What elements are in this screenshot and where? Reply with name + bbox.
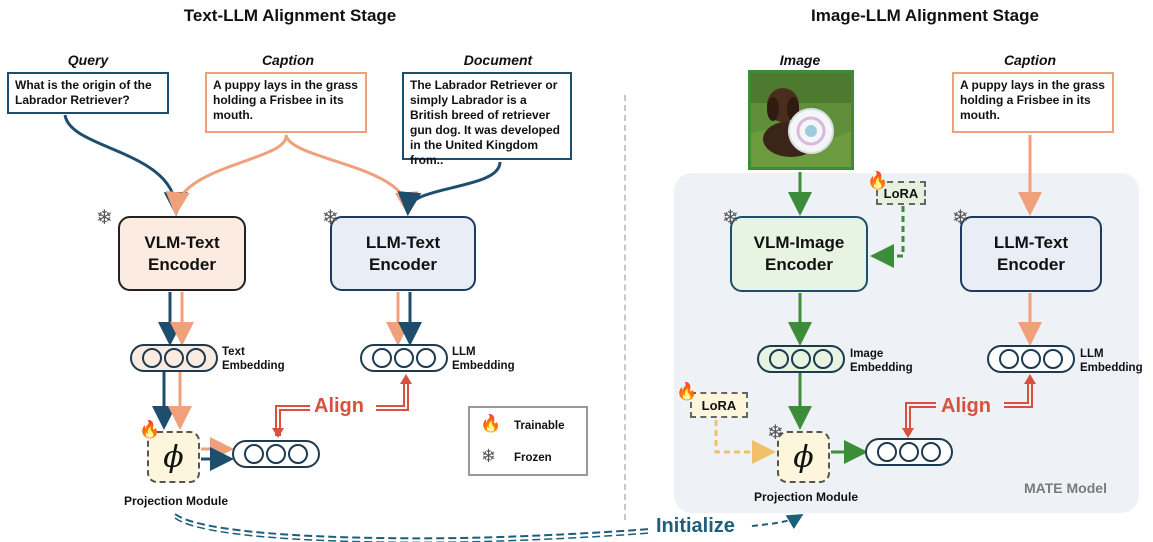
snowflake-icon: ❄	[767, 422, 784, 444]
align-label-left: Align	[314, 395, 364, 417]
lora-left: LoRA	[690, 392, 748, 418]
legend-fire-icon: 🔥	[480, 414, 502, 433]
document-label: Document	[463, 52, 533, 68]
query-label: Query	[67, 52, 109, 68]
dog-photo	[748, 70, 854, 170]
projection-label-right: Projection Module	[753, 490, 858, 504]
llm-embedding-label-left: LLM Embedding	[452, 346, 515, 372]
snowflake-icon: ❄	[322, 207, 339, 229]
left-stage-title: Text-LLM Alignment Stage	[183, 6, 397, 25]
vlm-text-encoder: VLM-Text Encoder	[118, 216, 246, 291]
legend-trainable-label: Trainable	[514, 420, 565, 432]
caption-box-left: A puppy lays in the grass holding a Fris…	[205, 72, 367, 133]
legend	[468, 406, 588, 476]
llm-text-encoder-left: LLM-Text Encoder	[330, 216, 476, 291]
fire-icon: 🔥	[676, 382, 698, 401]
snowflake-icon: ❄	[722, 207, 739, 229]
llm-text-encoder-right: LLM-Text Encoder	[960, 216, 1102, 292]
vlm-image-encoder: VLM-Image Encoder	[730, 216, 868, 292]
snowflake-icon: ❄	[96, 207, 113, 229]
projection-module-right: ϕ	[777, 431, 830, 483]
image-embedding-label: Image Embedding	[850, 348, 913, 374]
lora-top: LoRA	[876, 181, 926, 205]
fire-icon: 🔥	[139, 420, 161, 439]
fire-icon: 🔥	[867, 171, 889, 190]
projected-embedding-left	[232, 440, 320, 468]
caption-label-left: Caption	[261, 52, 315, 68]
caption-box-right: A puppy lays in the grass holding a Fris…	[952, 72, 1114, 133]
llm-embedding-vector-left	[360, 344, 448, 372]
snowflake-icon: ❄	[952, 207, 969, 229]
text-embedding-label: Text Embedding	[222, 346, 285, 372]
stage-divider	[624, 95, 626, 520]
legend-snowflake-icon: ❄	[481, 446, 497, 466]
legend-frozen-label: Frozen	[514, 452, 552, 464]
align-label-right: Align	[941, 395, 991, 417]
right-stage-title: Image-LLM Alignment Stage	[811, 6, 1039, 25]
llm-embedding-label-right: LLM Embedding	[1080, 348, 1143, 374]
initialize-label: Initialize	[656, 515, 735, 537]
image-label: Image	[779, 52, 821, 68]
query-box: What is the origin of the Labrador Retri…	[7, 72, 169, 114]
caption-label-right: Caption	[1003, 52, 1057, 68]
mate-model-label: MATE Model	[1024, 480, 1107, 496]
projection-label-left: Projection Module	[123, 494, 228, 508]
projection-module-left: ϕ	[147, 431, 200, 483]
text-embedding-vector	[130, 344, 218, 372]
document-box: The Labrador Retriever or simply Labrado…	[402, 72, 572, 167]
